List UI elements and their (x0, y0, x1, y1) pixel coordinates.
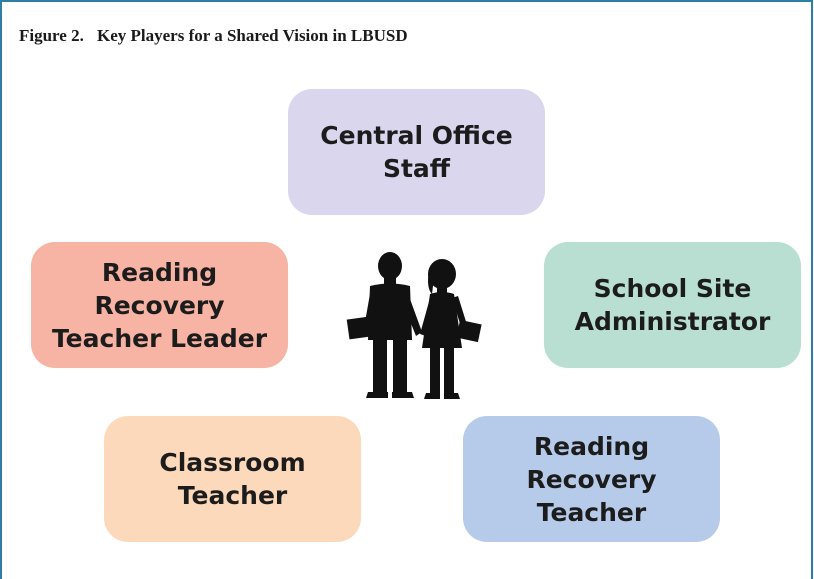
two-people-holding-hands-icon (346, 252, 482, 399)
figure-number: Figure 2. (19, 26, 84, 45)
reading-recovery-teacher-leader-box: Reading Recovery Teacher Leader (31, 242, 288, 368)
figure-title: Figure 2. Key Players for a Shared Vision… (19, 26, 408, 46)
central-office-staff-box: Central Office Staff (288, 89, 545, 215)
reading-recovery-teacher-box: Reading Recovery Teacher (463, 416, 720, 542)
school-site-administrator-box: School Site Administrator (544, 242, 801, 368)
figure-caption: Key Players for a Shared Vision in LBUSD (97, 26, 408, 45)
classroom-teacher-box: Classroom Teacher (104, 416, 361, 542)
